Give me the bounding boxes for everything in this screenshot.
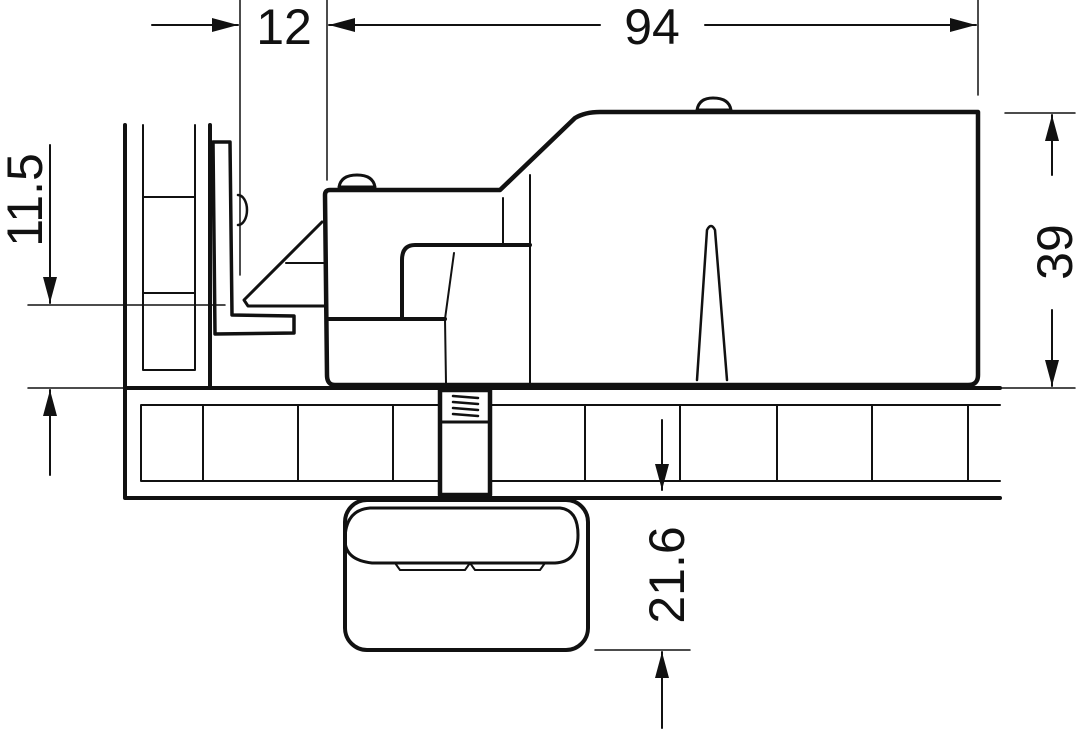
- base-panel: [123, 386, 1002, 500]
- adjustable-foot: [343, 498, 590, 652]
- dimension-11-5: 11.5: [0, 153, 53, 247]
- dimension-12: 12: [256, 0, 312, 55]
- dimension-94: 94: [624, 0, 680, 55]
- mounting-bracket: [211, 140, 296, 336]
- side-panel-profile: [123, 123, 212, 390]
- angled-plate: [242, 220, 327, 308]
- dimension-39: 39: [1027, 224, 1081, 280]
- dimension-arrows: [43, 17, 1059, 729]
- adjustment-screw: [437, 387, 493, 498]
- dimension-21-6: 21.6: [639, 526, 695, 623]
- extension-lines: [27, 0, 1076, 651]
- hinge-body: [322, 96, 981, 388]
